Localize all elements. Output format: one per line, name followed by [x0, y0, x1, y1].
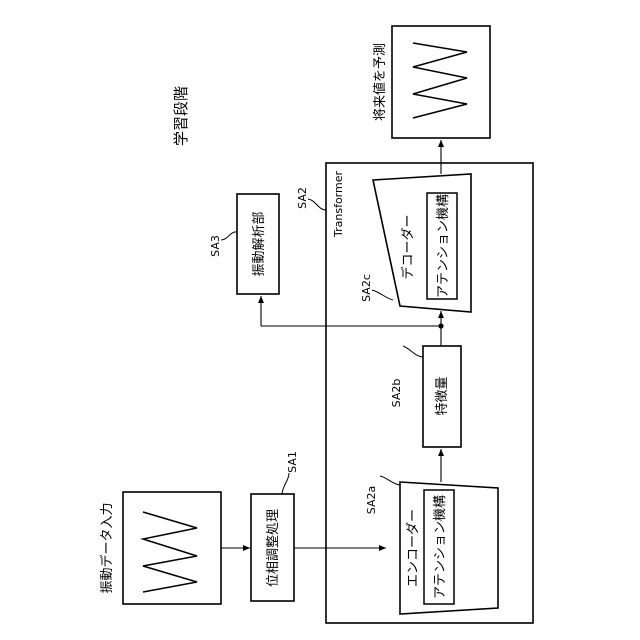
decoder-label: デコーダー — [400, 214, 416, 279]
input-label: 振動データ入力 — [99, 502, 115, 593]
transformer-code: SA2 — [296, 187, 309, 209]
decoder-attention-label: アテンション機構 — [436, 194, 451, 298]
prediction-waveform — [413, 43, 467, 118]
transformer-box — [326, 163, 533, 623]
phase-adjust-label: 位相調整処理 — [266, 509, 281, 587]
encoder-code: SA2a — [365, 486, 378, 514]
encoder-leader — [380, 476, 400, 485]
phase-adjust-leader — [282, 473, 289, 494]
input-waveform — [143, 512, 197, 592]
decoder-leader — [372, 290, 393, 300]
vibration-analysis-leader — [221, 232, 237, 240]
transformer-title: Transformer — [332, 171, 345, 238]
phase-adjust-code: SA1 — [286, 451, 299, 473]
feature-code: SA2b — [390, 379, 403, 408]
vibration-analysis-label: 振動解析部 — [252, 211, 267, 276]
prediction-waveform-box — [392, 26, 490, 138]
decoder-code: SA2c — [360, 274, 373, 302]
prediction-label: 将来値を予測 — [372, 43, 388, 121]
encoder-label: エンコーダー — [406, 509, 421, 587]
vibration-analysis-code: SA3 — [209, 235, 222, 257]
encoder-attention-label: アテンション機構 — [433, 495, 448, 599]
transformer-leader — [308, 199, 326, 210]
feature-label: 特徴量 — [435, 376, 450, 415]
stage-title: 学習段階 — [172, 86, 190, 146]
feature-leader — [403, 346, 423, 357]
